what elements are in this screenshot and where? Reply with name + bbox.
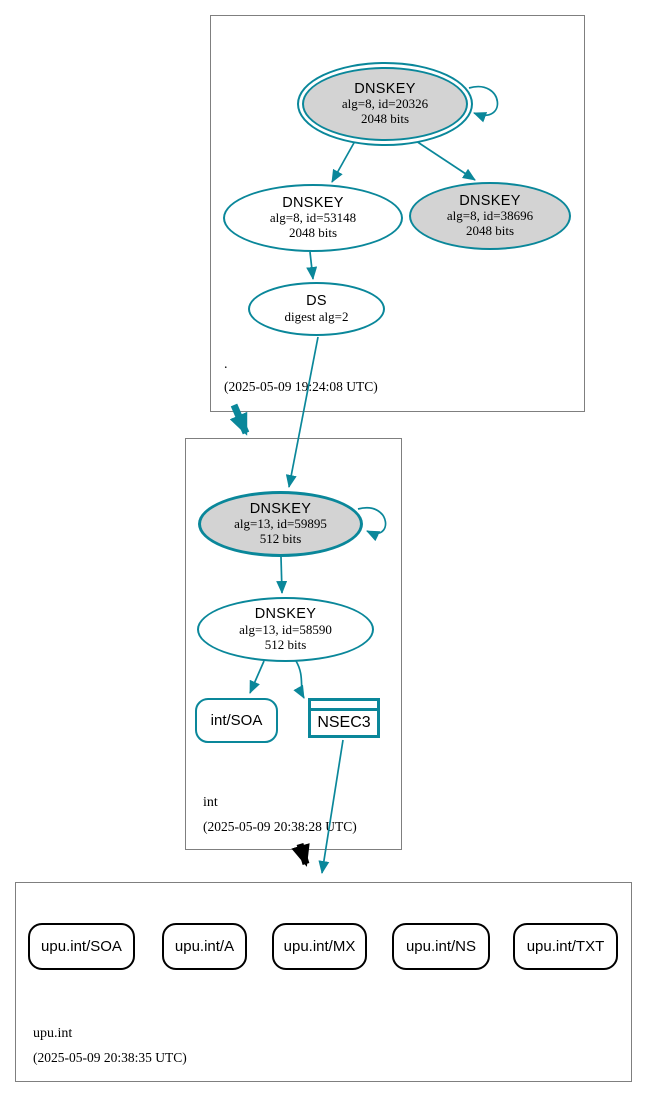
zone-box-root [210,15,585,412]
node-bits: 2048 bits [360,111,410,127]
rrset-label: upu.int/A [174,938,235,955]
node-title: DNSKEY [354,80,416,97]
node-title: DNSKEY [282,194,344,211]
zone-timestamp-root: (2025-05-09 19:24:08 UTC) [224,379,378,394]
node-detail: alg=8, id=38696 [446,208,534,224]
node-detail: alg=13, id=59895 [234,516,327,532]
rrset-node-upu-a[interactable]: upu.int/A [162,923,247,970]
node-bits: 2048 bits [288,225,338,241]
node-bits: 512 bits [259,531,302,547]
rrset-label: upu.int/MX [283,938,356,955]
rrset-node-upu-ns[interactable]: upu.int/NS [392,923,490,970]
rrset-label: int/SOA [210,712,263,729]
dnskey-node-root-zsk-53148[interactable]: DNSKEY alg=8, id=53148 2048 bits [223,184,403,252]
node-detail: alg=13, id=58590 [239,621,332,637]
rrset-node-upu-soa[interactable]: upu.int/SOA [28,923,135,970]
zone-timestamp-int: (2025-05-09 20:38:28 UTC) [203,819,357,834]
node-title: DS [306,293,327,310]
zone-label-root: . [224,357,228,372]
nsec3-label: NSEC3 [317,714,371,731]
rrset-node-int-soa[interactable]: int/SOA [195,698,278,743]
nsec3-top-strip [311,701,377,711]
dnskey-node-root-ksk-20326[interactable]: DNSKEY alg=8, id=20326 2048 bits [297,62,473,146]
node-title: DNSKEY [254,606,317,623]
zone-label-int: int [203,795,218,810]
rrset-label: upu.int/TXT [526,938,605,955]
rrset-label: upu.int/NS [405,938,477,955]
dnskey-node-int-zsk-58590[interactable]: DNSKEY alg=13, id=58590 512 bits [197,597,374,662]
node-detail: digest alg=2 [284,308,349,324]
node-detail: alg=8, id=53148 [269,210,357,226]
node-bits: 2048 bits [465,223,515,239]
ds-node-root[interactable]: DS digest alg=2 [248,282,385,336]
rrset-node-upu-mx[interactable]: upu.int/MX [272,923,367,970]
dnskey-node-int-ksk-59895[interactable]: DNSKEY alg=13, id=59895 512 bits [198,491,363,557]
zone-label-upu-int: upu.int [33,1026,73,1041]
zone-box-upu-int [15,882,632,1082]
node-detail: alg=8, id=20326 [341,96,429,112]
dnskey-node-root-38696[interactable]: DNSKEY alg=8, id=38696 2048 bits [409,182,571,250]
rrset-label: upu.int/SOA [41,938,122,955]
node-bits: 512 bits [264,636,307,652]
nsec3-node-int[interactable]: NSEC3 [308,698,380,738]
zone-timestamp-upu-int: (2025-05-09 20:38:35 UTC) [33,1050,187,1065]
node-title: DNSKEY [459,192,521,209]
node-title: DNSKEY [249,500,312,517]
rrset-node-upu-txt[interactable]: upu.int/TXT [513,923,618,970]
double-border-ring [302,67,468,141]
